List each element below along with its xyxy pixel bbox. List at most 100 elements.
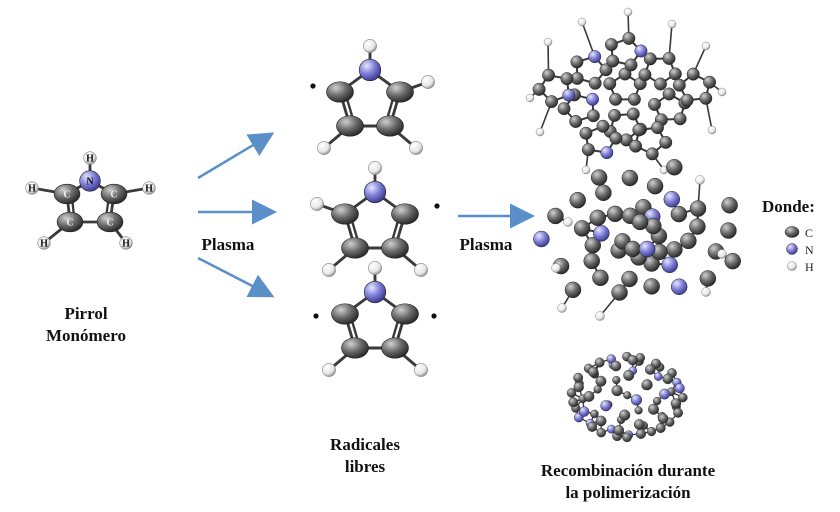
atom-c <box>673 112 687 126</box>
atom-c <box>648 403 659 415</box>
atom-c <box>588 366 599 378</box>
atom-n <box>634 44 648 58</box>
atom-letter: H <box>40 239 48 250</box>
atom-c <box>569 191 586 209</box>
atom-c <box>566 388 577 398</box>
atom-c <box>532 82 546 96</box>
radical-dot <box>431 313 437 319</box>
atom-c <box>621 270 638 288</box>
atom-h <box>142 181 156 195</box>
atom-c <box>96 211 124 233</box>
atom-n <box>578 406 590 417</box>
atom-h <box>37 236 51 250</box>
atom-c <box>613 425 625 436</box>
atom-c <box>680 93 694 107</box>
atom-n <box>638 240 656 258</box>
pirrol-label: Pirrol Monómero <box>20 303 152 347</box>
atom-c <box>542 68 556 82</box>
atom-c <box>560 72 574 86</box>
atom-n <box>630 394 643 406</box>
atom-h <box>322 263 336 277</box>
atom-h <box>701 287 711 297</box>
atom-c <box>673 407 683 418</box>
atom-c <box>619 409 631 421</box>
atom-c <box>386 81 414 103</box>
atom-h <box>667 19 677 29</box>
atom-c <box>699 270 717 287</box>
atom-c <box>331 203 359 225</box>
atom-c <box>589 209 607 227</box>
atom-c <box>100 183 128 205</box>
atom-c <box>641 379 653 391</box>
atom-h <box>543 37 553 47</box>
pirrol-label-line1: Pirrol <box>64 304 108 323</box>
atom-h <box>695 175 705 185</box>
atom-h <box>368 161 382 175</box>
atom-c <box>622 432 632 443</box>
radical-molecule-middle <box>310 161 440 277</box>
atom-c <box>666 159 683 176</box>
atom-c <box>633 419 645 430</box>
atom-c <box>703 75 717 89</box>
atom-c <box>53 183 81 205</box>
atom-c <box>590 409 599 419</box>
atom-c <box>646 177 664 195</box>
atom-c <box>659 135 673 149</box>
atom-c <box>645 147 659 161</box>
arrow-up <box>197 132 275 180</box>
atom-c <box>699 91 713 105</box>
atom-n <box>654 372 663 381</box>
atom-c <box>592 269 609 287</box>
atom-n <box>600 400 612 412</box>
atom-c <box>326 81 354 103</box>
atom-h <box>421 75 435 89</box>
atom-c <box>573 220 591 237</box>
legend-label-c: C <box>805 226 814 240</box>
legend-n-atom <box>786 243 798 255</box>
atom-c <box>686 67 700 81</box>
atom-c <box>595 415 607 427</box>
atom-c <box>627 92 641 106</box>
atom-c <box>672 78 686 92</box>
atom-h <box>409 141 423 155</box>
atom-c <box>646 426 657 437</box>
atom-c <box>644 364 656 375</box>
atom-h <box>595 311 605 321</box>
plasma-label-right: Plasma <box>459 235 513 254</box>
atom-c <box>594 357 605 368</box>
atom-c <box>662 373 674 385</box>
atom-c <box>662 51 676 65</box>
atom-c <box>596 119 610 133</box>
atom-c <box>626 107 640 121</box>
radicales-label: Radicales libres <box>310 434 420 478</box>
atom-c <box>391 303 419 325</box>
atom-h <box>414 363 428 377</box>
atom-h <box>581 165 591 175</box>
atom-c <box>678 392 688 403</box>
atom-c <box>611 384 623 397</box>
atom-n <box>79 170 101 192</box>
atom-h <box>525 93 535 103</box>
atom-c <box>331 303 359 325</box>
atom-c <box>689 200 707 217</box>
atom-h <box>119 236 133 250</box>
atom-letter: H <box>122 239 130 250</box>
atom-h <box>707 125 717 135</box>
atom-c <box>680 232 697 250</box>
atom-c <box>629 139 643 153</box>
atom-c <box>648 97 661 111</box>
atom-c <box>670 398 682 409</box>
atom-c <box>638 68 652 82</box>
recombination-label-line1: Recombinación durante <box>540 461 716 480</box>
atom-c <box>588 76 602 90</box>
atom-c <box>593 385 602 394</box>
legend-label-n: N <box>805 243 814 257</box>
atom-c <box>564 281 582 299</box>
atom-h <box>577 17 587 27</box>
atom-c <box>381 237 409 259</box>
radical-dot <box>434 203 440 209</box>
atom-c <box>611 284 628 301</box>
atom-letter: C <box>66 218 73 229</box>
atom-letter: H <box>86 154 94 165</box>
legend-h-atom <box>787 261 797 271</box>
